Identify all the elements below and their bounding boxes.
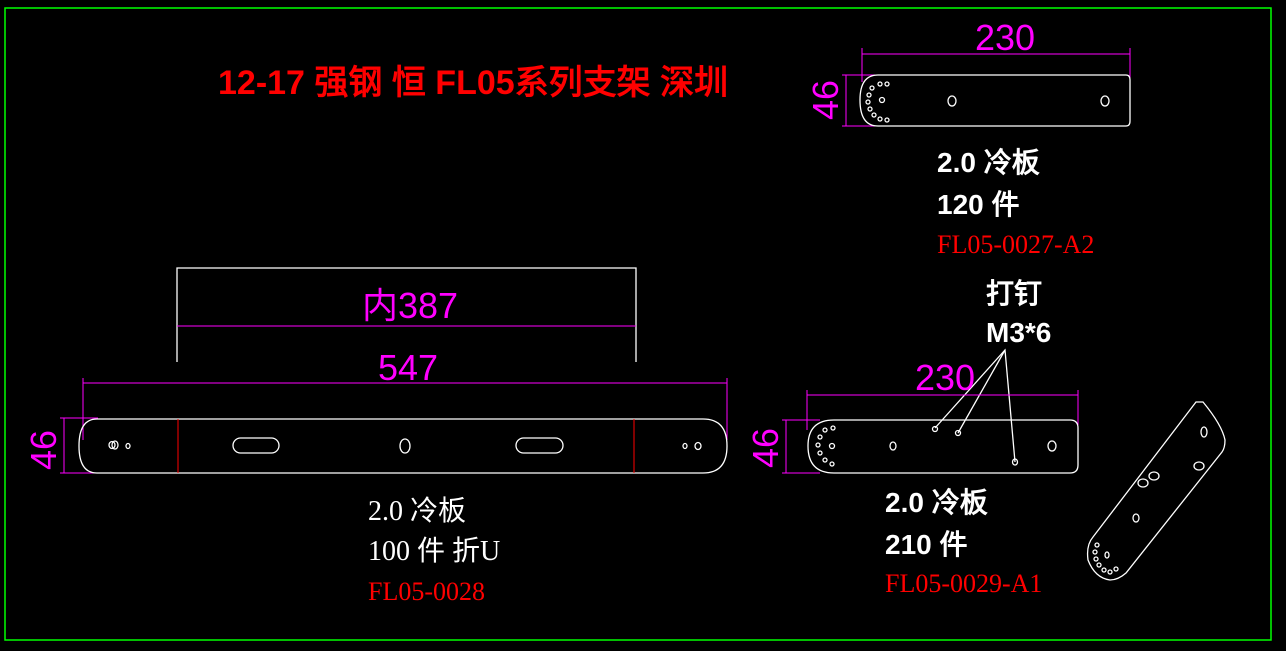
width-dimension-label: 46 [805, 80, 846, 120]
part-outline [807, 419, 1079, 474]
length-dimension-label: 230 [975, 17, 1035, 58]
length-dimension-label: 230 [915, 357, 975, 398]
flat-pattern-outline [78, 418, 728, 474]
material-label: 2.0 冷板 [937, 147, 1040, 178]
part-fl05-0029-a1: 打钉 M3*6 230 46 2.0 冷板 210 件 FL05-0029-A1 [745, 278, 1226, 598]
material-label: 2.0 冷板 [885, 487, 988, 518]
width-dimension-label: 46 [23, 430, 64, 470]
part-fl05-0027-a2: 230 46 2.0 冷板 120 件 FL05-0027-A2 [805, 17, 1131, 259]
length-dimension-label: 547 [378, 347, 438, 388]
inner-dimension-label: 内387 [362, 285, 458, 326]
part-code: FL05-0027-A2 [937, 230, 1094, 259]
part-code: FL05-0029-A1 [885, 569, 1042, 598]
part-outline [859, 74, 1131, 127]
part-fl05-0028: 内387 547 46 2.0 冷板 100 件 折U FL05-0028 [23, 267, 728, 606]
part-code: FL05-0028 [368, 577, 485, 606]
drawing-border [4, 7, 1272, 641]
note-line2: M3*6 [986, 317, 1051, 348]
drawing-title: 12-17 强钢 恒 FL05系列支架 深圳 [218, 64, 728, 102]
quantity-label: 210 件 [885, 529, 968, 560]
leader-line [957, 349, 1006, 434]
quantity-label: 100 件 折U [368, 535, 500, 567]
width-dimension-label: 46 [745, 428, 786, 468]
material-label: 2.0 冷板 [368, 495, 466, 527]
quantity-label: 120 件 [937, 189, 1020, 220]
isometric-part-view [1086, 401, 1226, 581]
note-line1: 打钉 [986, 278, 1042, 309]
u-bracket-side-view [176, 267, 637, 362]
